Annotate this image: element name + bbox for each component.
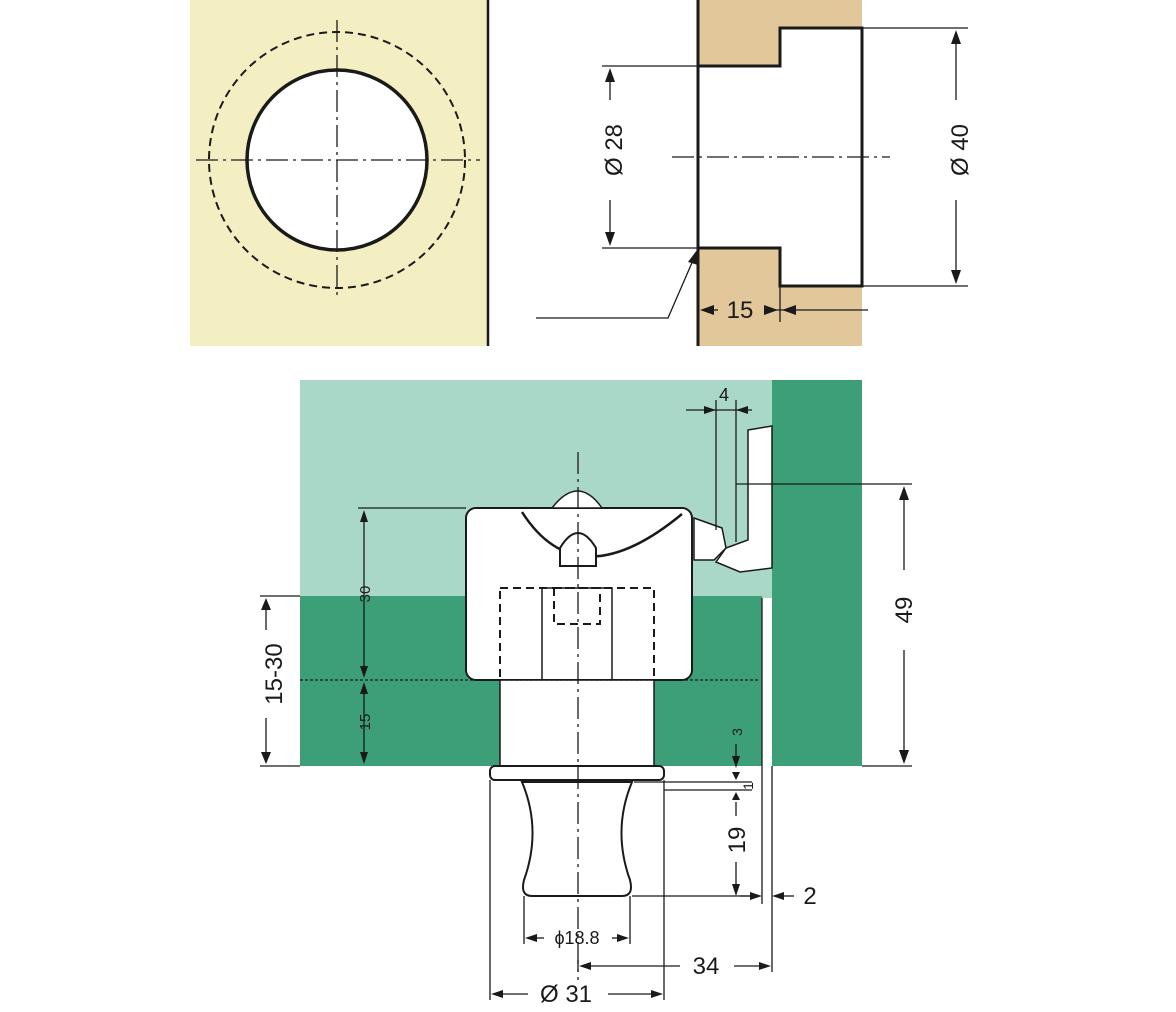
label-height-30: 30 [357, 586, 374, 603]
assembly-section: 4 49 30 15-30 15 3 [260, 380, 918, 1008]
leader-line [536, 257, 695, 319]
leader-arrow [688, 250, 698, 265]
arrow-1-bottom [732, 792, 740, 800]
arrow-15-bottom-top [360, 682, 368, 694]
section-view-bore: Ø 28 Ø 40 15 [536, 0, 974, 346]
label-dia-28: Ø 28 [601, 124, 628, 176]
arrow-15-right [764, 305, 778, 315]
frame-panel [772, 380, 862, 766]
arrow-2-right [772, 892, 784, 900]
label-offset-2: 2 [803, 883, 816, 910]
strike-plate [714, 425, 773, 573]
label-gap-3: 3 [729, 728, 745, 736]
label-height-15: 15 [357, 714, 374, 731]
arrow-31-left [491, 990, 503, 998]
latch-lower-body [499, 679, 655, 767]
strike-hook [693, 516, 727, 561]
arrow-15-30-top [261, 598, 271, 610]
arrow-19-bottom [732, 884, 740, 896]
arrow-18-8-left [525, 934, 537, 942]
arrow-49-top [899, 486, 909, 500]
arrow-40-bottom [951, 270, 961, 284]
label-dia-40: Ø 40 [947, 124, 974, 176]
arrow-15-right-b [782, 305, 796, 315]
arrow-2-left [750, 892, 762, 900]
hidden-bore-outline [499, 587, 655, 681]
arrow-4-left [704, 406, 716, 414]
arrow-34-right [759, 962, 771, 970]
label-knob-19: 19 [724, 827, 751, 854]
hidden-bolt-channel [553, 587, 601, 625]
label-offset-34: 34 [693, 953, 720, 980]
arrow-3 [732, 756, 740, 768]
label-gap-4: 4 [719, 385, 729, 405]
label-gap-1: 1 [740, 782, 756, 790]
arrow-1-top [732, 772, 740, 780]
arrow-15-left [700, 305, 714, 315]
arrow-31-right [651, 990, 663, 998]
arrow-28-bottom [605, 232, 615, 246]
arrow-15-30-bottom [261, 752, 271, 764]
arrow-30-top [360, 510, 368, 522]
label-range-15-30: 15-30 [261, 643, 288, 704]
arrow-18-8-right [617, 934, 629, 942]
front-view-bore [190, 0, 490, 346]
arrow-28-top [605, 68, 615, 82]
label-height-49: 49 [891, 597, 918, 624]
arrow-30-bottom [360, 666, 368, 678]
arrow-15-bottom-bottom [360, 752, 368, 764]
arrow-4-right [736, 406, 748, 414]
label-depth-15-top: 15 [727, 297, 754, 324]
arrow-49-bottom [899, 750, 909, 764]
label-dia-31: Ø 31 [540, 981, 592, 1008]
label-knob-dia-18-8: ϕ18.8 [554, 928, 599, 948]
arrow-34-left [579, 962, 591, 970]
flange [489, 765, 665, 781]
bolt-dome [550, 490, 604, 509]
knob [520, 781, 634, 897]
arrow-40-top [951, 30, 961, 44]
